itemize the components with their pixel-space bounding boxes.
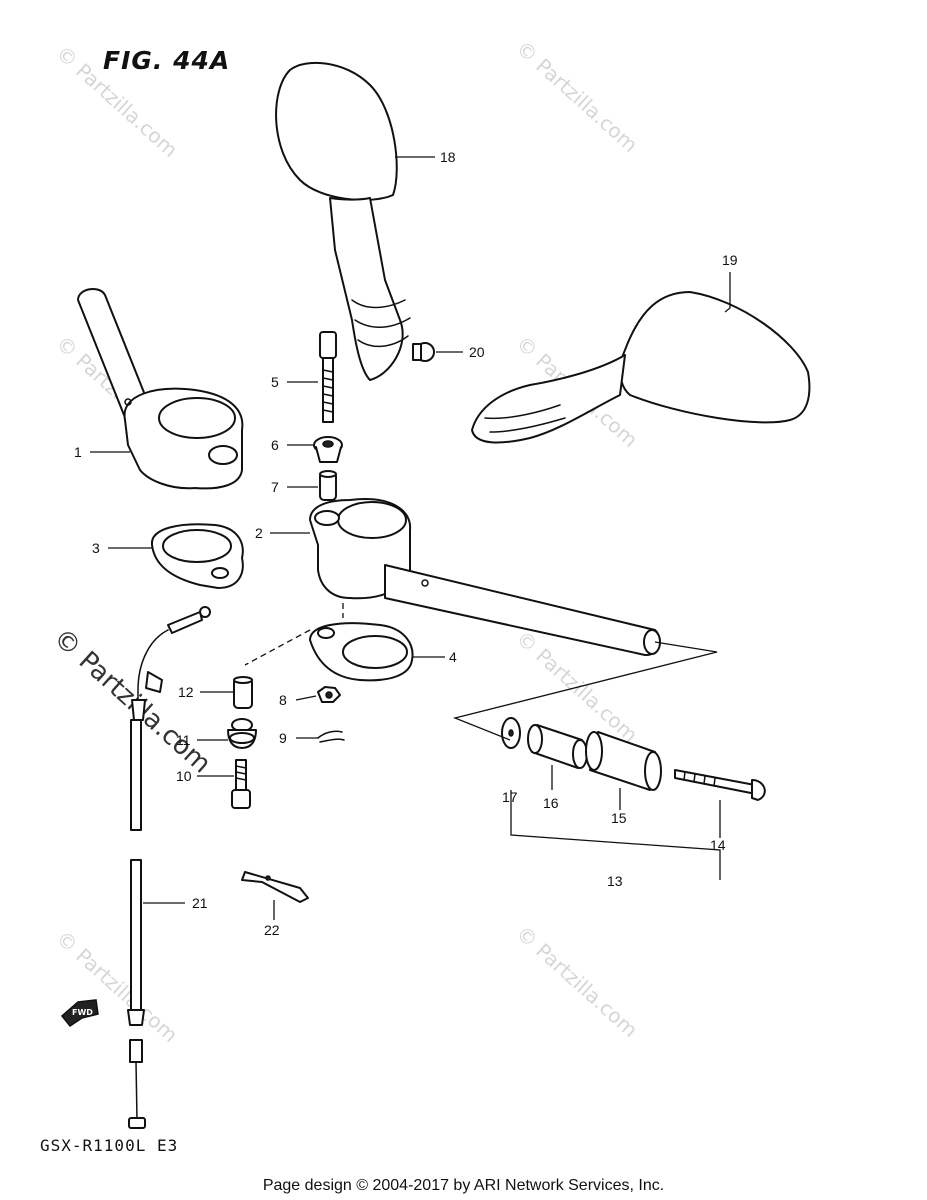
leader-lines <box>90 156 731 920</box>
watermark-7: © Partzilla.com <box>512 921 643 1042</box>
part-5-bolt[interactable] <box>319 331 337 423</box>
callout-1: 1 <box>74 444 82 460</box>
callout-10: 10 <box>176 768 192 784</box>
callout-16: 16 <box>543 795 559 811</box>
part-2-handlebar-right[interactable] <box>309 498 661 657</box>
part-21-cable[interactable] <box>127 606 211 1129</box>
part-18-mirror[interactable] <box>275 61 411 381</box>
part-8-nut[interactable] <box>317 686 341 703</box>
part-11-grommet[interactable] <box>227 718 257 749</box>
watermark-1: © Partzilla.com <box>52 41 183 162</box>
fwd-arrow: FWD <box>60 999 99 1028</box>
callout-5: 5 <box>271 374 279 390</box>
model-code: GSX-R1100L E3 <box>40 1136 179 1155</box>
callout-22: 22 <box>264 922 280 938</box>
callout-13: 13 <box>607 873 623 889</box>
part-12-collar[interactable] <box>233 676 253 709</box>
watermark-6: © Partzilla.com <box>52 926 183 1047</box>
fwd-label: FWD <box>72 1008 93 1017</box>
assembly-13-bracket <box>452 641 721 880</box>
callout-8: 8 <box>279 692 287 708</box>
part-4-spacer[interactable] <box>309 622 414 682</box>
callout-7: 7 <box>271 479 279 495</box>
callout-19: 19 <box>722 252 738 268</box>
callout-12: 12 <box>178 684 194 700</box>
callout-14: 14 <box>710 837 726 853</box>
callout-6: 6 <box>271 437 279 453</box>
part-3-spacer[interactable] <box>150 523 244 589</box>
callout-20: 20 <box>469 344 485 360</box>
callout-15: 15 <box>611 810 627 826</box>
callout-3: 3 <box>92 540 100 556</box>
part-10-bolt[interactable] <box>231 759 251 809</box>
part-17-washer[interactable] <box>501 717 521 749</box>
figure-title: FIG. 44A <box>103 46 231 75</box>
watermark-2: © Partzilla.com <box>512 36 643 157</box>
part-1-handlebar-left[interactable] <box>77 288 244 490</box>
part-6-nut[interactable] <box>313 436 343 463</box>
callout-18: 18 <box>440 149 456 165</box>
part-14-screw[interactable] <box>674 769 766 801</box>
callout-2: 2 <box>255 525 263 541</box>
part-9-clip[interactable] <box>317 730 345 743</box>
callout-17: 17 <box>502 789 518 805</box>
page-footer: Page design © 2004-2017 by ARI Network S… <box>262 1177 665 1194</box>
part-16-damper[interactable] <box>527 724 588 769</box>
part-15-weight[interactable] <box>585 731 662 791</box>
callout-21: 21 <box>192 895 208 911</box>
part-19-mirror[interactable] <box>471 291 811 444</box>
part-20-screw[interactable] <box>412 342 435 362</box>
callout-labels: 1 2 3 4 5 6 7 8 9 10 11 12 13 14 15 16 1… <box>74 149 738 938</box>
part-22-bracket[interactable] <box>241 871 309 903</box>
callout-11: 11 <box>176 732 191 748</box>
assembly-line <box>244 603 344 666</box>
callout-9: 9 <box>279 730 287 746</box>
callout-4: 4 <box>449 649 457 665</box>
part-7-collar[interactable] <box>319 470 337 501</box>
